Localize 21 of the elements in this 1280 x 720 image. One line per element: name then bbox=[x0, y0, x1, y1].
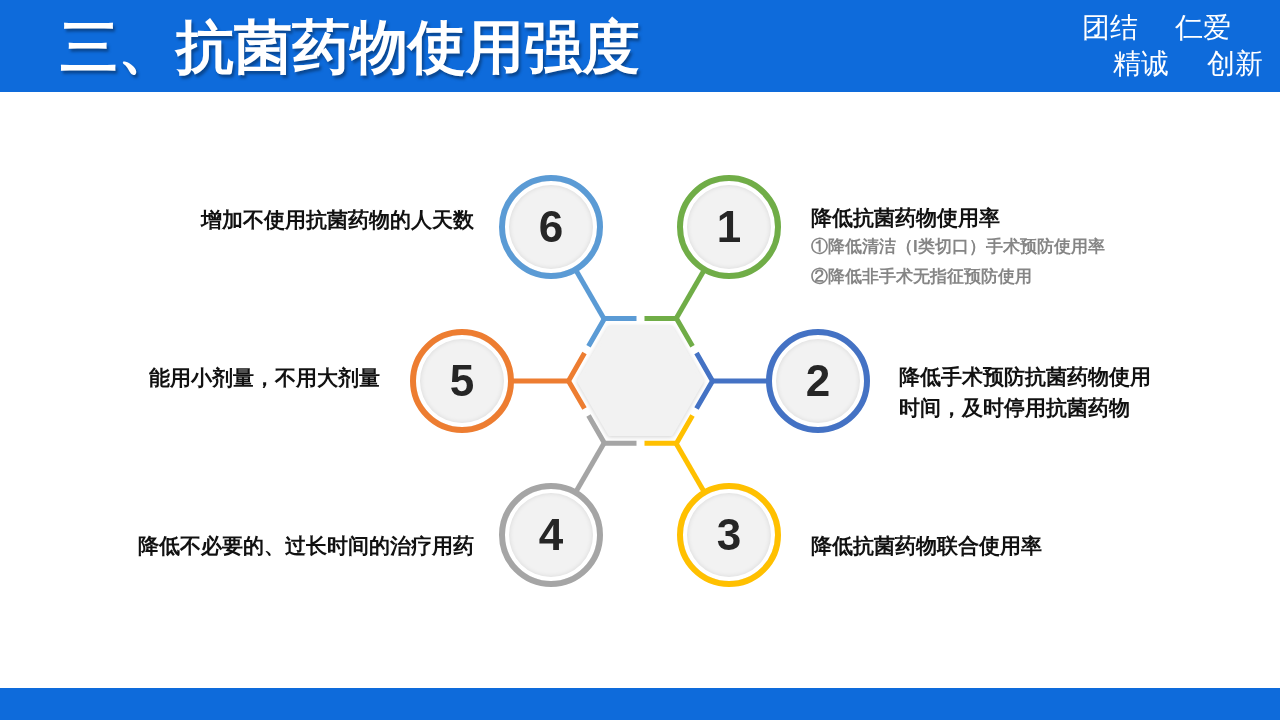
point-text: 增加不使用抗菌药物的人天数 bbox=[201, 207, 474, 233]
sub-point-text: ②降低非手术无指征预防使用 bbox=[811, 266, 1032, 288]
step-number: 6 bbox=[538, 205, 564, 249]
center-hexagon bbox=[565, 316, 715, 446]
point-heading: 降低抗菌药物使用率 bbox=[811, 205, 1000, 231]
step-number: 3 bbox=[716, 513, 742, 557]
connector-line bbox=[712, 378, 769, 384]
step-number: 2 bbox=[805, 359, 831, 403]
motto-text: 创新 bbox=[1207, 48, 1263, 80]
point-text: 能用小剂量，不用大剂量 bbox=[149, 365, 380, 391]
slide-title: 三、抗菌药物使用强度 bbox=[60, 17, 640, 77]
point-text: 降低手术预防抗菌药物使用时间，及时停用抗菌药物 bbox=[899, 364, 1152, 421]
motto-text: 仁爱 bbox=[1175, 12, 1231, 44]
sub-point-text: ①降低清洁（I类切口）手术预防使用率 bbox=[811, 236, 1105, 258]
point-text: 降低不必要的、过长时间的治疗用药 bbox=[138, 533, 474, 559]
motto-text: 团结 bbox=[1082, 12, 1138, 44]
step-number: 5 bbox=[449, 359, 475, 403]
step-number: 4 bbox=[538, 513, 564, 557]
step-number: 1 bbox=[716, 205, 742, 249]
motto-text: 精诚 bbox=[1113, 48, 1169, 80]
point-text: 降低抗菌药物联合使用率 bbox=[811, 533, 1042, 559]
